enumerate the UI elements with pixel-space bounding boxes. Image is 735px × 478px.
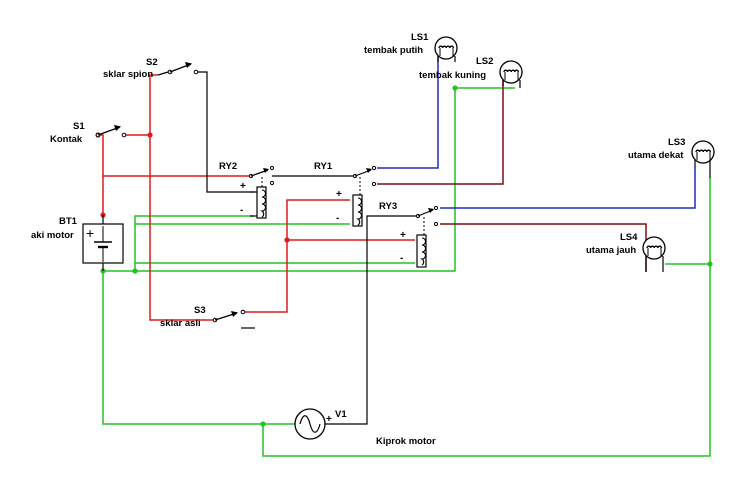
junction-dot-ground-ls4 [707, 261, 713, 267]
ground-wire-kiprok-loop-to-ls3 [262, 178, 711, 457]
s1-ref-label: S1 [73, 121, 85, 132]
lamp-ls3: LS3 utama dekat [628, 137, 715, 178]
control-wire-kiprok-to-ry3 [325, 215, 418, 425]
lamp-ls1: LS1 tembak putih [364, 32, 458, 62]
ground-wires [102, 87, 711, 457]
junction-dot-ground-bus [132, 268, 138, 274]
ls3-ref-label: LS3 [668, 137, 685, 148]
ground-wire-ls1-ls2-return [135, 87, 515, 272]
v1-name-label: Kiprok motor [376, 436, 436, 447]
lamp-ls2: LS2 tembak kuning [419, 56, 523, 88]
ry3-ref-label: RY3 [379, 201, 397, 212]
low-beam-wire-ls2 [377, 80, 504, 185]
bt1-ref-label: BT1 [59, 216, 78, 227]
s3-ref-label: S3 [194, 305, 206, 316]
switch-s1: S1 Kontak [50, 121, 127, 145]
switch-s3: S3 sklar asli [160, 305, 255, 329]
v1-ref-label: V1 [335, 409, 347, 420]
battery-bt1: + BT1 aki motor [31, 215, 124, 271]
high-beam-wire-ls1 [377, 56, 439, 169]
ls2-ref-label: LS2 [476, 56, 493, 67]
s2-name-label: sklar spion [103, 69, 153, 80]
ls1-ref-label: LS1 [411, 32, 429, 43]
junction-dot-positive-s2-split [147, 132, 153, 138]
relay-ry1: + - RY1 [314, 161, 377, 227]
control-wire-s2-to-ry2 [198, 71, 255, 193]
ground-wire-battery-to-relays [103, 215, 253, 272]
ry3-minus-sign: - [400, 253, 403, 264]
high-beam-wires [377, 56, 696, 209]
control-wires [198, 71, 418, 425]
ry1-minus-sign: - [336, 213, 339, 224]
high-beam-wire-ls3 [440, 168, 696, 209]
battery-plus-sign: + [86, 225, 94, 241]
positive-wire-battery-to-s1 [98, 134, 104, 215]
s3-name-label: sklar asli [160, 318, 201, 329]
junction-dots [95, 85, 713, 427]
ry2-ref-label: RY2 [219, 161, 237, 172]
ry2-minus-sign: - [240, 205, 243, 216]
ry1-plus-sign: + [336, 189, 342, 200]
relay-ry3: + - RY3 [379, 201, 439, 268]
s1-name-label: Kontak [50, 134, 83, 145]
bt1-name-label: aki motor [31, 230, 74, 241]
kiprok-v1: + V1 Kiprok motor [294, 408, 436, 447]
junction-dot-ground-kiprok [260, 421, 266, 427]
kiprok-plus-sign: + [326, 414, 332, 425]
ls1-name-label: tembak putih [364, 45, 423, 56]
switch-s2: S2 sklar spion [103, 57, 199, 80]
ls2-name-label: tembak kuning [419, 70, 486, 81]
positive-wire-ry1-coil-feed [286, 199, 350, 240]
positive-wire-s1-to-s2-s3 [124, 74, 215, 321]
s2-ref-label: S2 [146, 57, 158, 68]
lamp-ls4: LS4 utama jauh [586, 232, 666, 272]
ls4-name-label: utama jauh [586, 245, 636, 256]
ry3-plus-sign: + [400, 230, 406, 241]
ground-wire-battery-to-kiprok [102, 271, 295, 425]
positive-wire-s3-to-ry3 [243, 239, 415, 313]
ls4-ref-label: LS4 [620, 232, 638, 243]
ls3-name-label: utama dekat [628, 150, 684, 161]
ry1-ref-label: RY1 [314, 161, 333, 172]
junction-dot-positive-ry1 [284, 237, 290, 243]
ry2-plus-sign: + [240, 181, 246, 192]
positive-wires [98, 74, 415, 321]
junction-dot-ground-ls [452, 85, 458, 91]
relay-ry2: + - RY2 [219, 161, 275, 219]
